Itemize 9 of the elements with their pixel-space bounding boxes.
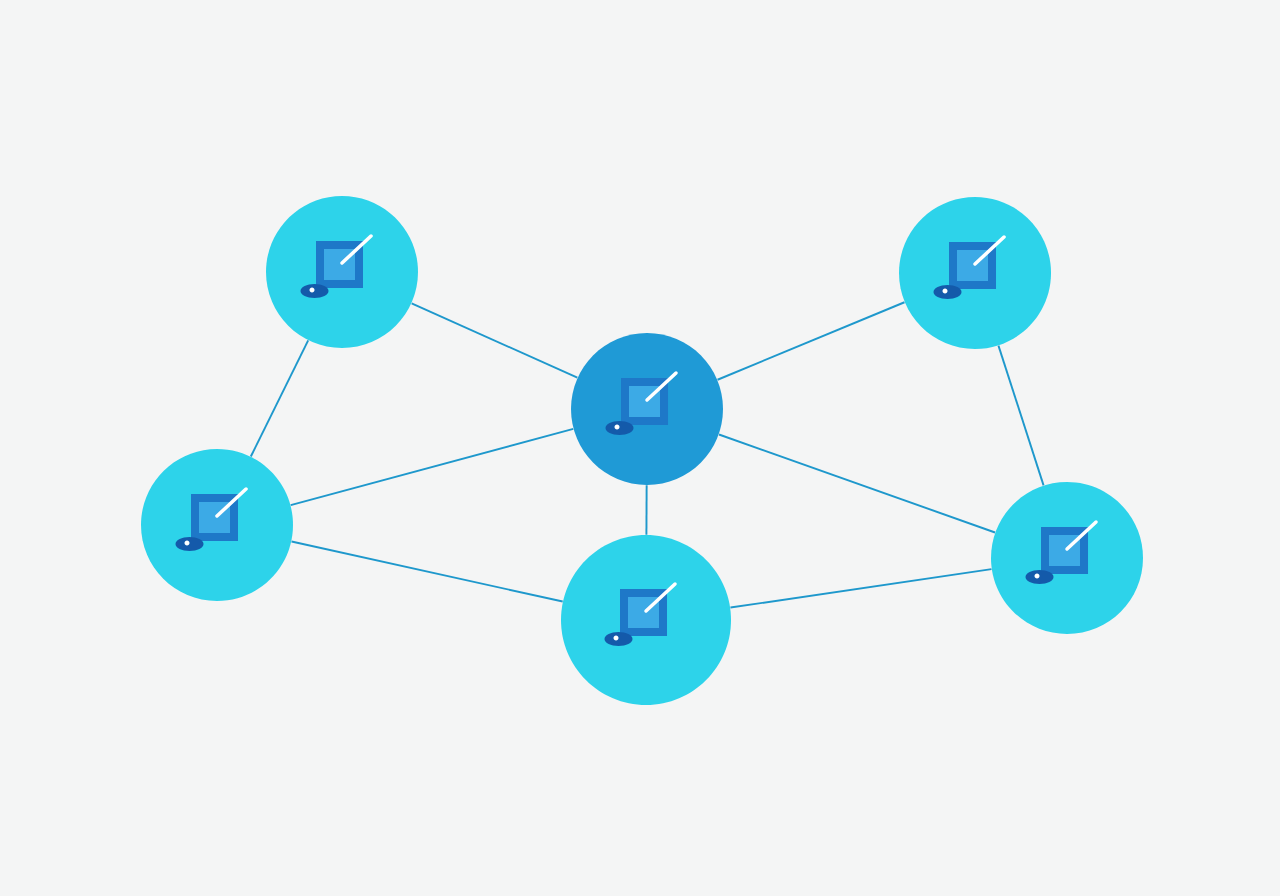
connector-line xyxy=(410,302,579,379)
connector-line xyxy=(729,568,993,609)
connector-line xyxy=(645,484,648,536)
connector-line xyxy=(249,339,310,458)
connector-line xyxy=(716,301,906,381)
connector-line xyxy=(289,427,575,507)
connector-line xyxy=(997,344,1045,487)
connector-line xyxy=(718,433,997,534)
connector-line xyxy=(290,540,564,603)
